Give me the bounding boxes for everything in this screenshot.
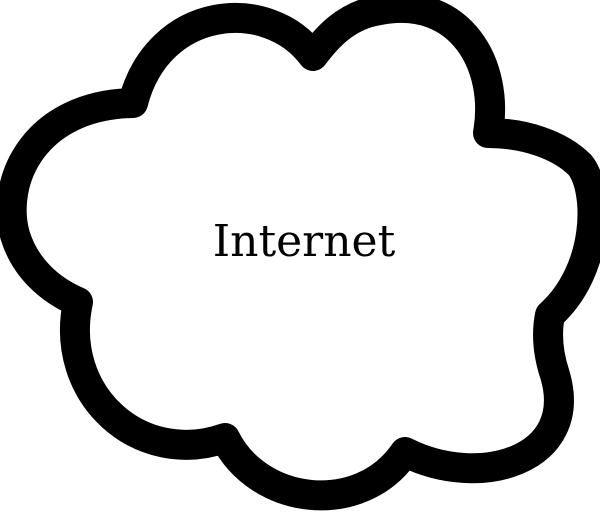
cloud-label: Internet xyxy=(213,216,396,267)
